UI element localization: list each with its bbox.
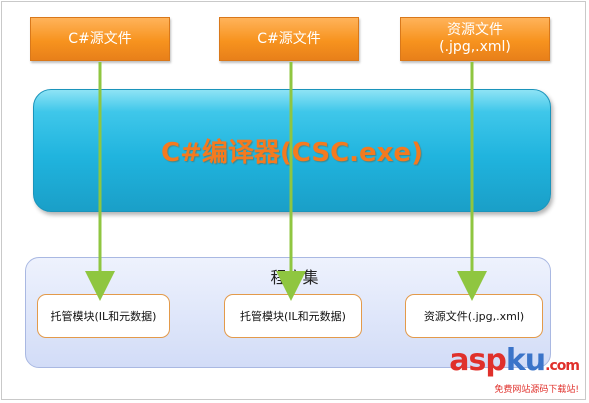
source-box-cs-1: C#源文件 <box>30 17 170 61</box>
source-label-line1: 资源文件 <box>447 22 503 38</box>
watermark-subtitle: 免费网站源码下载站! <box>494 385 579 395</box>
module-box-managed-1: 托管模块(IL和元数据) <box>37 294 170 338</box>
source-box-cs-2: C#源文件 <box>219 17 359 61</box>
source-label: C#源文件 <box>68 30 132 47</box>
module-label: 资源文件(.jpg,.xml) <box>423 310 525 323</box>
module-box-resource: 资源文件(.jpg,.xml) <box>405 294 543 338</box>
module-label: 托管模块(IL和元数据) <box>240 310 346 323</box>
source-box-resource: 资源文件 (.jpg,.xml) <box>400 17 550 61</box>
watermark-blue: ku <box>505 343 546 378</box>
compiler-label: C#编译器(CSC.exe) <box>161 138 423 168</box>
watermark-logo: aspku.com 免费网站源码下载站! <box>449 343 580 396</box>
module-box-managed-2: 托管模块(IL和元数据) <box>224 294 362 338</box>
watermark-red: asp <box>449 343 507 378</box>
assembly-title: 程序集 <box>270 268 319 287</box>
source-label: C#源文件 <box>257 30 321 47</box>
compiler-box: C#编译器(CSC.exe) <box>33 89 551 212</box>
module-label: 托管模块(IL和元数据) <box>50 310 157 323</box>
source-label-line2: (.jpg,.xml) <box>439 39 511 55</box>
watermark-suffix: .com <box>545 358 580 374</box>
